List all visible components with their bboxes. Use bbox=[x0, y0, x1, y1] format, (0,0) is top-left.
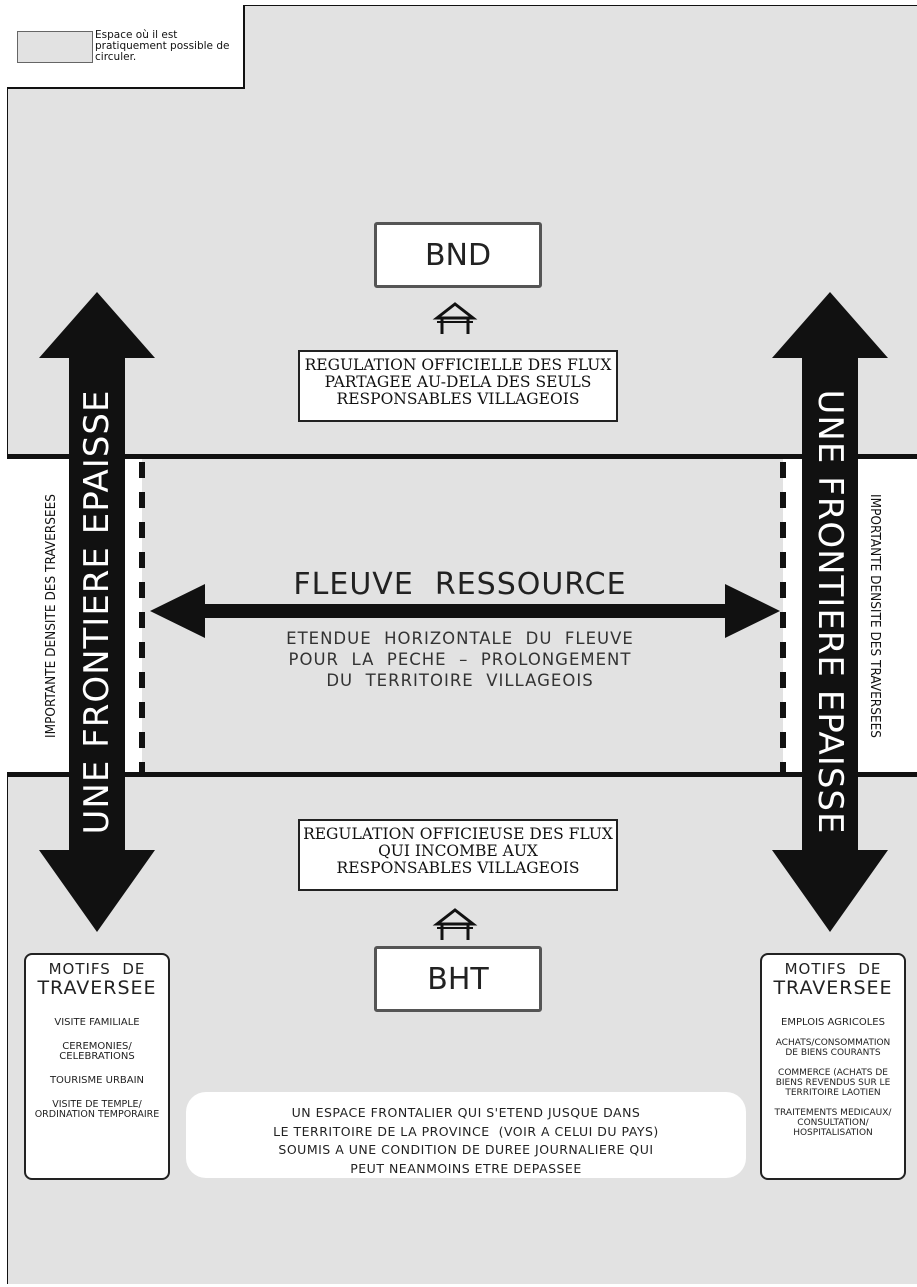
border-space-line: PEUT NEANMOINS ETRE DEPASSEE bbox=[350, 1160, 582, 1176]
left-density-label: IMPORTANTE DENSITE DES TRAVERSEES bbox=[43, 494, 59, 738]
river-subtitle-line: POUR LA PECHE – PROLONGEMENT bbox=[288, 650, 632, 669]
river-subtitle-line: ETENDUE HORIZONTALE DU FLEUVE bbox=[286, 629, 634, 648]
motifs-left-panel: MOTIFS DE TRAVERSEE VISITE FAMILIALE CER… bbox=[24, 953, 170, 1180]
motifs-title: MOTIFS DE bbox=[48, 960, 146, 978]
border-space-line: UN ESPACE FRONTALIER QUI S'ETEND JUSQUE … bbox=[291, 1105, 641, 1120]
left-frontier-arrow bbox=[39, 292, 155, 932]
motifs-title: TRAVERSEE bbox=[773, 977, 893, 999]
motif-item: TRAITEMENTS MEDICAUX/ CONSULTATION/ HOSP… bbox=[774, 1108, 892, 1138]
motif-item: ACHATS/CONSOMMATION DE BIENS COURANTS bbox=[775, 1038, 891, 1058]
motifs-title: TRAVERSEE bbox=[37, 977, 157, 999]
motif-item: VISITE DE TEMPLE/ ORDINATION TEMPORAIRE bbox=[34, 1099, 160, 1120]
checkpoint-gate-icon-bottom bbox=[432, 908, 478, 940]
river-title: FLEUVE RESSOURCE bbox=[293, 567, 627, 602]
border-space-line: LE TERRITOIRE DE LA PROVINCE (VOIR A CEL… bbox=[273, 1123, 659, 1139]
motif-item: EMPLOIS AGRICOLES bbox=[781, 1017, 885, 1028]
right-frontier-label: UNE FRONTIERE EPAISSE bbox=[810, 389, 850, 835]
motif-item: TOURISME URBAIN bbox=[49, 1075, 145, 1086]
note-line: REGULATION OFFICIELLE DES FLUX bbox=[304, 356, 612, 374]
motif-item: VISITE FAMILIALE bbox=[54, 1017, 140, 1028]
bnd-box: BND bbox=[374, 222, 542, 288]
note-line: RESPONSABLES VILLAGEOIS bbox=[336, 859, 580, 877]
legend: Espace où il est pratiquement possible d… bbox=[7, 5, 245, 89]
checkpoint-gate-icon-top bbox=[432, 302, 478, 334]
note-line: QUI INCOMBE AUX bbox=[378, 842, 538, 860]
motifs-right-panel: MOTIFS DE TRAVERSEE EMPLOIS AGRICOLES AC… bbox=[760, 953, 906, 1180]
right-density-label: IMPORTANTE DENSITE DES TRAVERSEES bbox=[867, 494, 883, 738]
motif-item: COMMERCE (ACHATS DE BIENS REVENDUS SUR L… bbox=[775, 1068, 891, 1098]
border-space-line: SOUMIS A UNE CONDITION DE DUREE JOURNALI… bbox=[278, 1142, 654, 1157]
motif-item: CEREMONIES/ CELEBRATIONS bbox=[59, 1041, 135, 1062]
note-line: PARTAGEE AU-DELA DES SEULS bbox=[324, 373, 592, 391]
official-regulation-note: REGULATION OFFICIELLE DES FLUX PARTAGEE … bbox=[298, 350, 618, 422]
bht-box: BHT bbox=[374, 946, 542, 1012]
note-line: REGULATION OFFICIEUSE DES FLUX bbox=[303, 825, 613, 843]
unofficial-regulation-note: REGULATION OFFICIEUSE DES FLUX QUI INCOM… bbox=[298, 819, 618, 891]
river-horizontal-arrow bbox=[150, 584, 780, 638]
legend-text: Espace où il est pratiquement possible d… bbox=[95, 29, 230, 63]
left-frontier-label: UNE FRONTIERE EPAISSE bbox=[77, 389, 117, 835]
legend-swatch bbox=[17, 31, 93, 63]
motifs-title: MOTIFS DE bbox=[784, 960, 882, 978]
note-line: RESPONSABLES VILLAGEOIS bbox=[336, 390, 580, 408]
river-subtitle: ETENDUE HORIZONTALE DU FLEUVE POUR LA PE… bbox=[200, 628, 720, 691]
right-frontier-arrow bbox=[772, 292, 888, 932]
river-subtitle-line: DU TERRITOIRE VILLAGEOIS bbox=[326, 671, 594, 690]
border-space-note: UN ESPACE FRONTALIER QUI S'ETEND JUSQUE … bbox=[186, 1092, 746, 1178]
